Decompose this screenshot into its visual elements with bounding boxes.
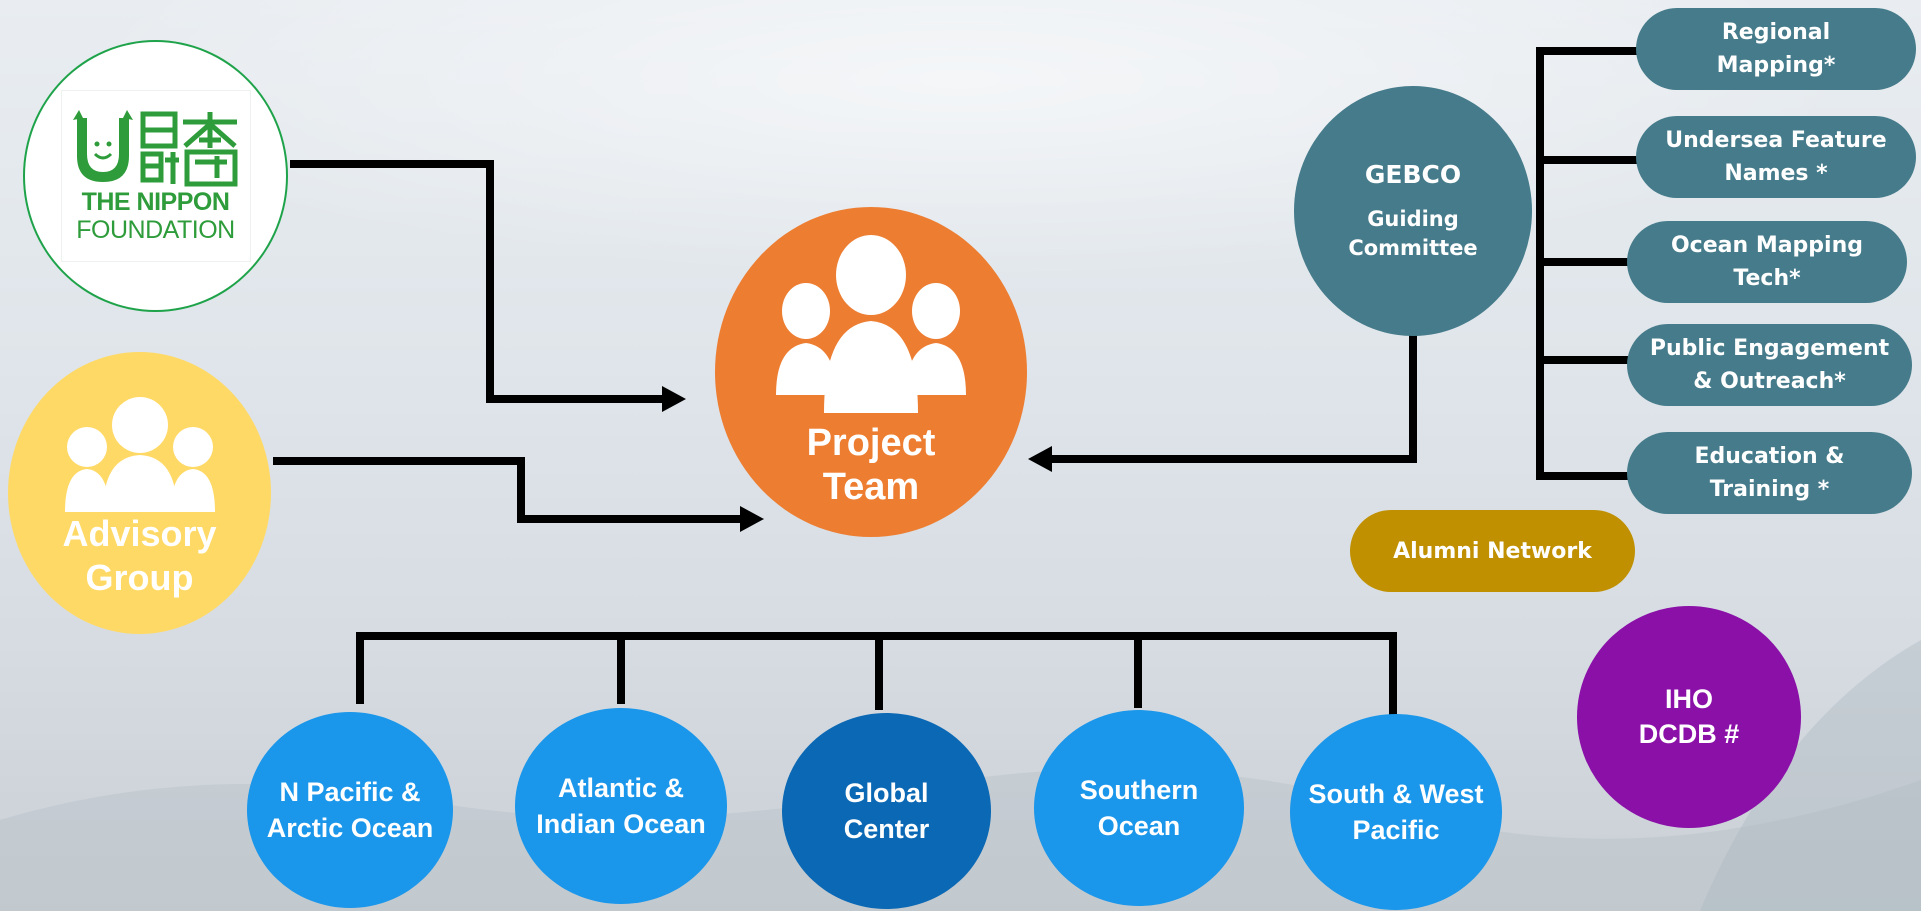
advisory-group-label-line1: Advisory	[62, 512, 217, 554]
working-group-regional-mapping: Regional Mapping*	[1636, 8, 1916, 90]
working-group-label-line2: Names *	[1724, 161, 1828, 186]
alumni-network-node: Alumni Network	[1350, 510, 1635, 592]
region-label-line2: Center	[843, 814, 930, 844]
working-group-undersea-feature-names: Undersea Feature Names *	[1636, 116, 1916, 198]
working-group-label-line1: Regional	[1721, 20, 1831, 45]
project-team-label-line2: Team	[822, 466, 920, 508]
working-group-ocean-mapping-tech: Ocean Mapping Tech*	[1627, 221, 1907, 303]
iho-dcdb-label-line2: DCDB #	[1638, 719, 1740, 749]
region-global-center-node: Global Center	[782, 713, 991, 909]
working-group-public-engagement: Public Engagement & Outreach*	[1627, 324, 1912, 406]
region-southern-ocean-node: Southern Ocean	[1034, 710, 1244, 906]
region-label-line2: Arctic Ocean	[266, 813, 434, 843]
working-group-label-line1: Undersea Feature	[1665, 128, 1887, 153]
region-south-west-pacific-node: South & West Pacific	[1290, 714, 1502, 910]
region-label-line1: N Pacific &	[279, 777, 421, 807]
region-label-line2: Pacific	[1352, 815, 1440, 845]
working-group-label-line1: Education &	[1694, 444, 1845, 469]
region-atlantic-indian-node: Atlantic & Indian Ocean	[515, 708, 727, 904]
region-label-line1: Atlantic &	[557, 773, 684, 803]
region-label-line1: Global	[844, 778, 929, 808]
working-group-label-line1: Ocean Mapping	[1670, 233, 1864, 258]
working-group-education-training: Education & Training *	[1627, 432, 1912, 514]
working-group-label-line1: Public Engagement	[1649, 336, 1890, 361]
nippon-foundation-name-line2: FOUNDATION	[76, 216, 235, 244]
nippon-foundation-logo: THE NIPPON FOUNDATION	[60, 90, 251, 262]
working-group-label-line2: Training *	[1709, 477, 1830, 502]
advisory-group-label-line2: Group	[85, 556, 194, 598]
alumni-network-label: Alumni Network	[1393, 538, 1592, 564]
region-label-line2: Indian Ocean	[536, 809, 706, 839]
region-n-pacific-arctic-node: N Pacific & Arctic Ocean	[247, 712, 453, 908]
gebco-subtitle-line1: Guiding	[1367, 206, 1459, 231]
working-group-label-line2: Mapping*	[1716, 53, 1836, 78]
nippon-foundation-logo-mark	[72, 110, 237, 187]
region-label-line1: South & West	[1308, 779, 1484, 809]
iho-dcdb-label-line1: IHO	[1664, 684, 1713, 714]
working-group-label-line2: Tech*	[1733, 266, 1801, 291]
people-group-icon	[64, 396, 215, 512]
advisory-group-node: Advisory Group	[8, 352, 271, 634]
iho-dcdb-node: IHO DCDB #	[1577, 606, 1801, 828]
gebco-subtitle-line2: Committee	[1348, 235, 1478, 260]
gebco-title: GEBCO	[1364, 159, 1462, 189]
region-label-line2: Ocean	[1097, 811, 1181, 841]
gebco-guiding-committee-node: GEBCO Guiding Committee	[1294, 86, 1532, 336]
nippon-foundation-node: THE NIPPON FOUNDATION	[23, 40, 288, 312]
project-team-label-line1: Project	[806, 422, 936, 464]
project-team-node: Project Team	[715, 207, 1027, 537]
people-group-icon	[776, 235, 966, 413]
working-group-label-line2: & Outreach*	[1693, 369, 1846, 394]
region-label-line1: Southern	[1079, 775, 1199, 805]
nippon-foundation-name-line1: THE NIPPON	[81, 188, 230, 216]
